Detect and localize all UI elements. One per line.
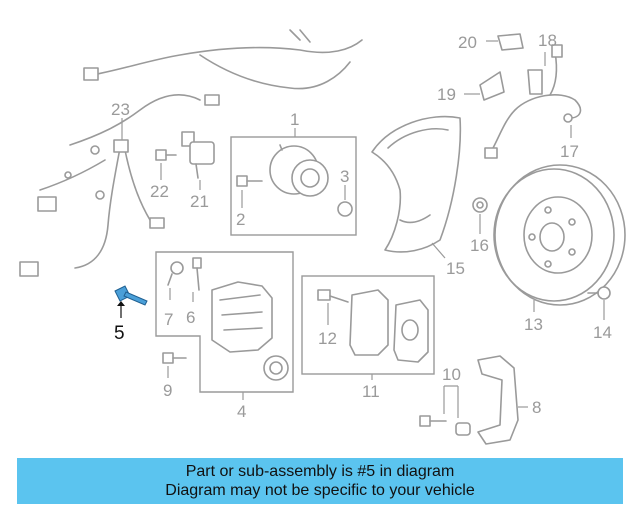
bolt-5-highlighted [114, 285, 148, 306]
bolt-9 [162, 352, 187, 364]
pad-group-box [301, 275, 435, 375]
bolt-2 [236, 175, 263, 187]
parts-diagram: 23 21 22 1 2 3 15 1 [19, 29, 626, 445]
callout-12: 12 [318, 329, 337, 348]
callout-14: 14 [593, 323, 612, 342]
callout-17: 17 [560, 142, 579, 161]
callout-16: 16 [470, 236, 489, 255]
wheel-hub [269, 144, 329, 197]
wiring-harness [19, 29, 363, 277]
screw-14 [587, 286, 611, 300]
banner-line-1: Part or sub-assembly is #5 in diagram [185, 463, 455, 480]
info-banner: Part or sub-assembly is #5 in diagram Di… [17, 458, 623, 504]
callout-9: 9 [163, 381, 172, 400]
callout-5: 5 [114, 323, 125, 344]
guide-bolts-10 [419, 415, 471, 436]
callout-22: 22 [150, 182, 169, 201]
brake-disc [493, 164, 626, 306]
callout-21: 21 [190, 192, 209, 211]
bleed-screw-7 [167, 261, 184, 286]
bolt-16 [472, 197, 488, 213]
callout-18: 18 [538, 31, 557, 50]
callout-7: 7 [164, 310, 173, 329]
clip-20 [497, 33, 524, 51]
callout-19: 19 [437, 85, 456, 104]
callout-13: 13 [524, 315, 543, 334]
nut-3 [337, 201, 353, 217]
callout-8: 8 [532, 398, 541, 417]
banner-line-2: Diagram may not be specific to your vehi… [165, 482, 475, 499]
caliper-bracket [477, 355, 519, 445]
caliper-group-box [155, 251, 294, 393]
callout-4: 4 [237, 402, 246, 421]
callout-10: 10 [442, 365, 461, 384]
wear-sensor-12 [317, 289, 349, 303]
wear-sensor-cable [484, 44, 582, 159]
callout-15: 15 [446, 259, 465, 278]
bolt-22 [155, 149, 177, 161]
callout-1: 1 [290, 110, 299, 129]
bracket-19 [479, 71, 505, 101]
callout-3: 3 [340, 167, 349, 186]
callout-23: 23 [111, 100, 130, 119]
brake-caliper [211, 281, 289, 381]
brake-pads [349, 289, 429, 363]
callout-2: 2 [236, 210, 245, 229]
sensor-21 [181, 131, 215, 179]
bracket-18 [527, 69, 543, 95]
callout-20: 20 [458, 33, 477, 52]
hub-group-box [230, 136, 357, 236]
callout-6: 6 [186, 308, 195, 327]
guide-pin-6 [192, 257, 202, 291]
dust-shield [371, 115, 462, 253]
callout-11: 11 [362, 382, 380, 401]
